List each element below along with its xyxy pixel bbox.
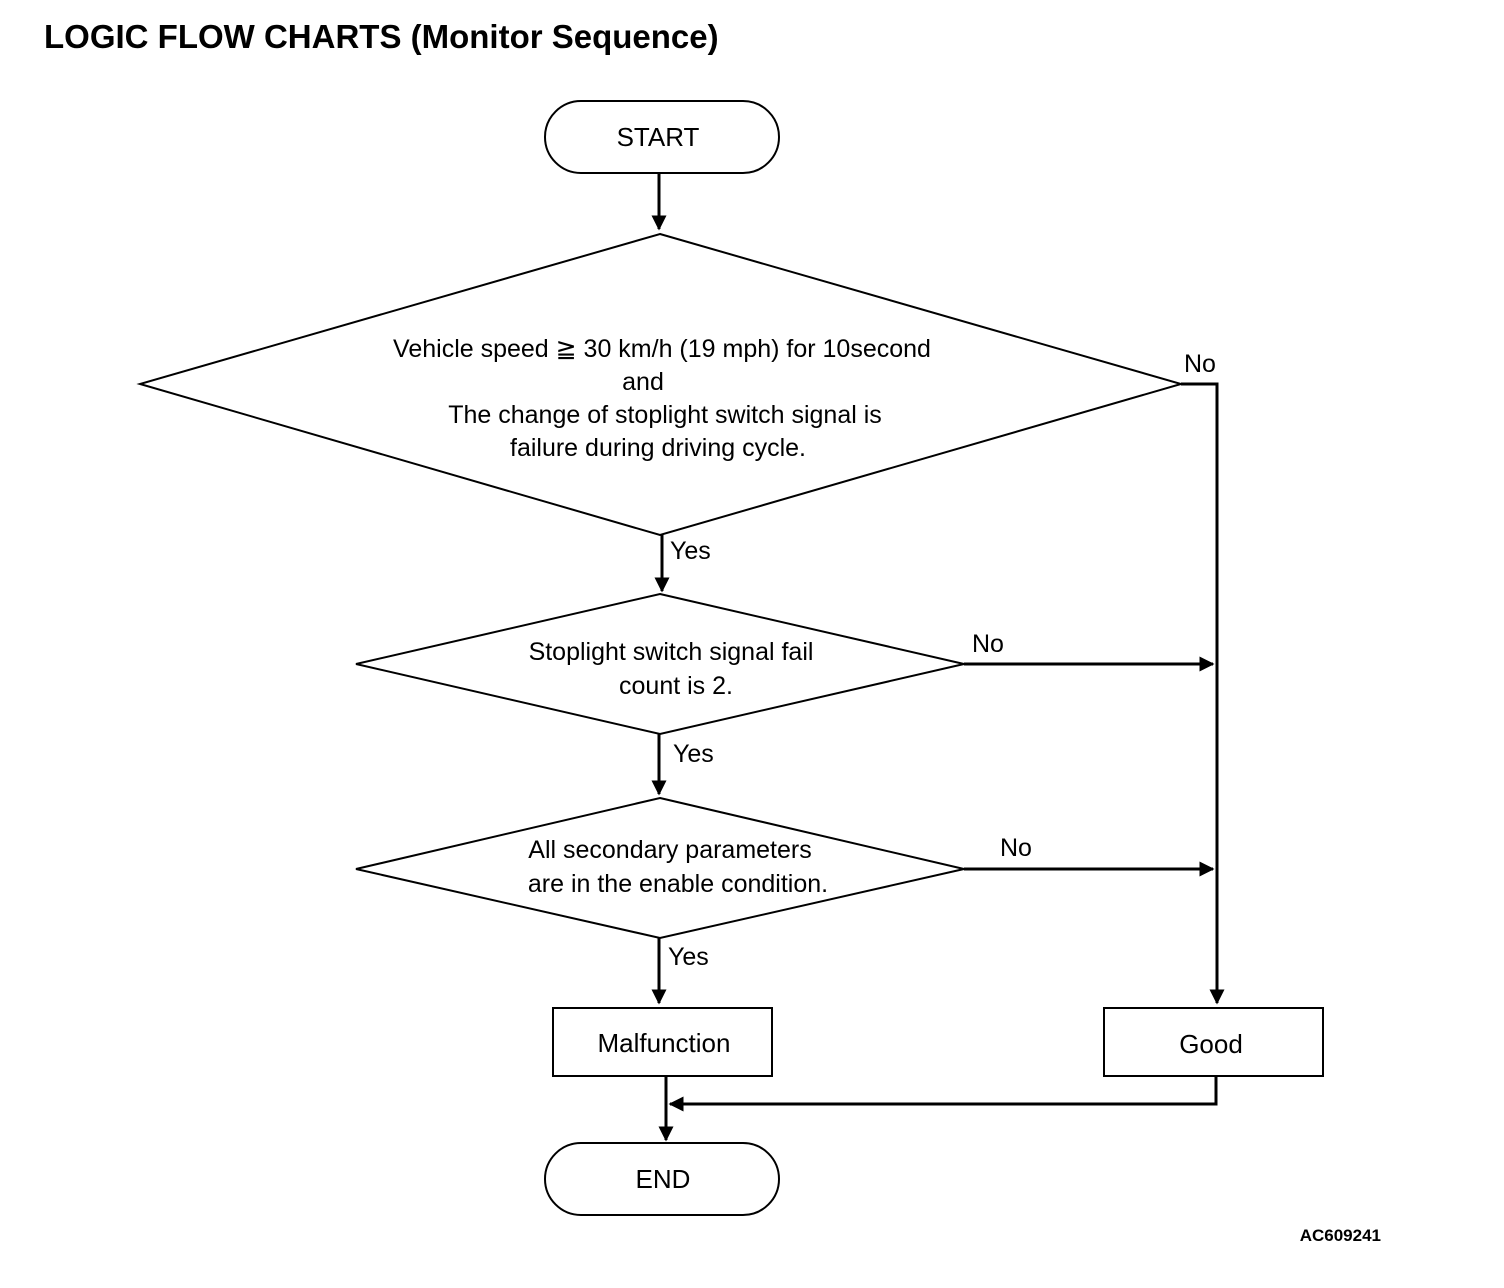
malfunction-label: Malfunction xyxy=(598,1028,731,1058)
start-terminal xyxy=(544,100,780,174)
decision-vehicle-speed xyxy=(136,232,1185,537)
good-label: Good xyxy=(1179,1029,1243,1059)
end-terminal xyxy=(544,1142,780,1216)
start-label: START xyxy=(617,122,700,152)
decision1-line-1: Vehicle speed ≧ 30 km/h (19 mph) for 10s… xyxy=(393,335,931,363)
decision1-line-4: failure during driving cycle. xyxy=(510,434,806,462)
decision1-yes-label: Yes xyxy=(670,537,711,565)
decision2-line-1: Stoplight switch signal fail xyxy=(529,638,814,666)
page-title: LOGIC FLOW CHARTS (Monitor Sequence) xyxy=(44,18,719,55)
connector-good-to-end xyxy=(668,1076,1218,1112)
figure-id: AC609241 xyxy=(1300,1226,1381,1245)
decision-secondary-parameters xyxy=(355,796,965,940)
decision3-line-2: are in the enable condition. xyxy=(528,870,828,898)
decision2-no-label: No xyxy=(972,630,1004,658)
decision1-no-label: No xyxy=(1184,350,1216,378)
decision-fail-count xyxy=(355,592,965,736)
decision2-yes-label: Yes xyxy=(673,740,714,768)
decision3-no-label: No xyxy=(1000,834,1032,862)
malfunction-box xyxy=(552,1007,773,1077)
decision3-line-1: All secondary parameters xyxy=(528,836,811,864)
connector-decision1-no xyxy=(1181,382,1225,1005)
decision1-line-2: and xyxy=(622,368,664,396)
decision2-line-2: count is 2. xyxy=(619,672,733,700)
decision3-yes-label: Yes xyxy=(668,943,709,971)
end-label: END xyxy=(636,1164,691,1194)
good-box xyxy=(1103,1007,1324,1077)
decision1-line-3: The change of stoplight switch signal is xyxy=(448,401,882,429)
